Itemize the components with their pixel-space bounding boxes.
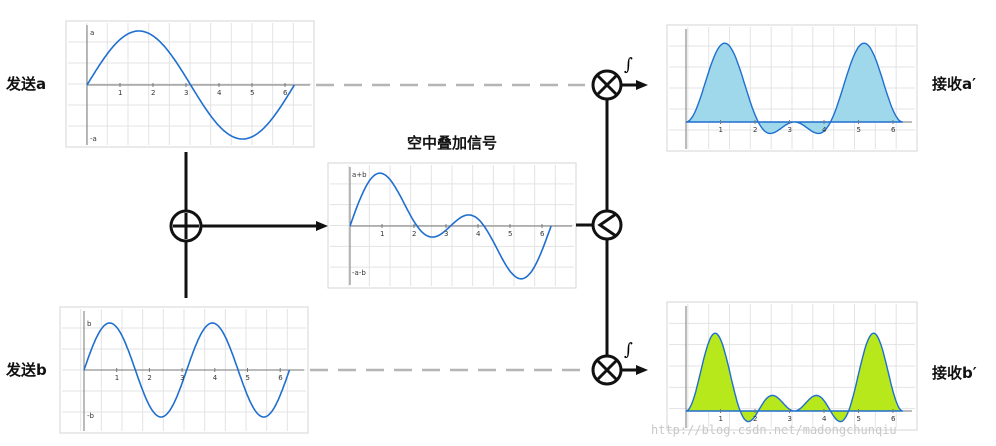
x-tick-label: 6 <box>540 230 545 238</box>
x-tick-label: 2 <box>412 230 416 238</box>
y-bottom-label: -a <box>90 135 97 143</box>
y-bottom-label: -a-b <box>352 269 366 277</box>
plot-recv-a: 1 2 3 4 5 6 <box>666 24 918 152</box>
arrow-to-recv-a <box>636 80 648 90</box>
splitter <box>576 99 623 356</box>
area-recv-b <box>685 332 903 423</box>
x-tick-label: 3 <box>180 374 184 382</box>
x-tick-label: 5 <box>250 89 254 97</box>
x-tick-label: 2 <box>151 89 155 97</box>
plot-mixed: a+b -a-b 1 2 3 4 5 6 <box>327 162 577 289</box>
integral-symbol-a: ∫ <box>624 55 633 75</box>
x-tick-label: 4 <box>217 89 222 97</box>
label-recv-b: 接收b′ <box>932 364 977 382</box>
x-tick-label: 4 <box>476 230 481 238</box>
x-tick-label: 6 <box>891 415 896 423</box>
y-bottom-label: -b <box>87 412 95 420</box>
x-tick-label: 2 <box>753 415 757 423</box>
label-send-b: 发送b <box>5 361 47 379</box>
x-tick-label: 1 <box>380 230 384 238</box>
area-recv-a <box>685 42 903 135</box>
watermark: http://blog.csdn.net/madongchunqiu <box>651 423 897 437</box>
x-tick-label: 6 <box>283 89 288 97</box>
x-tick-label: 3 <box>788 415 792 423</box>
y-top-label: a <box>90 29 94 37</box>
x-tick-label: 5 <box>857 415 861 423</box>
x-tick-label: 5 <box>857 126 861 134</box>
x-tick-label: 2 <box>147 374 151 382</box>
x-tick-label: 3 <box>788 126 792 134</box>
x-tick-label: 4 <box>822 126 827 134</box>
x-tick-label: 1 <box>719 415 723 423</box>
x-tick-label: 5 <box>508 230 512 238</box>
x-tick-label: 1 <box>115 374 119 382</box>
plot-recv-b: 1 2 3 4 5 6 <box>666 301 918 431</box>
x-tick-label: 4 <box>822 415 827 423</box>
multiplier-a <box>591 69 638 101</box>
x-tick-label: 6 <box>891 126 896 134</box>
x-tick-label: 1 <box>118 89 122 97</box>
label-send-a: 发送a <box>5 75 46 93</box>
wave-send-b <box>83 322 291 418</box>
x-tick-label: 3 <box>184 89 188 97</box>
x-tick-label: 6 <box>278 374 283 382</box>
y-top-label: a+b <box>352 171 367 179</box>
label-recv-a: 接收a′ <box>932 75 976 93</box>
adder <box>169 152 318 298</box>
arrow-to-mixed <box>316 221 328 231</box>
integral-symbol-b: ∫ <box>624 340 633 360</box>
label-mixed-title: 空中叠加信号 <box>407 134 497 152</box>
wave-send-a <box>86 30 295 140</box>
x-tick-label: 2 <box>753 126 757 134</box>
arrow-to-recv-b <box>636 365 648 375</box>
wave-mixed <box>349 172 552 280</box>
x-tick-label: 4 <box>213 374 218 382</box>
x-tick-label: 5 <box>246 374 250 382</box>
y-top-label: b <box>87 320 92 328</box>
multiplier-b <box>591 354 638 386</box>
x-tick-label: 1 <box>719 126 723 134</box>
plot-send-b: b -b 1 2 3 4 5 6 <box>59 306 309 434</box>
x-tick-label: 3 <box>444 230 448 238</box>
plot-send-a: a -a 1 2 3 4 5 6 <box>65 20 315 148</box>
